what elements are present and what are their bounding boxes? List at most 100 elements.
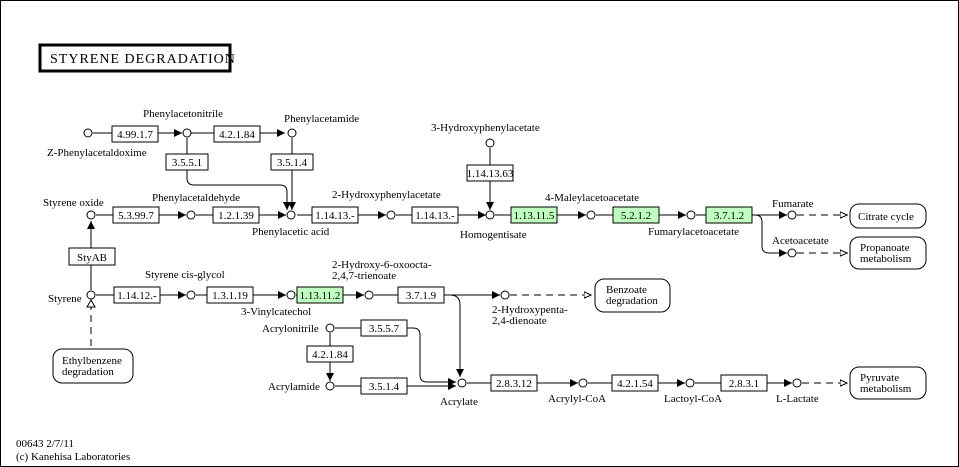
svg-text:1.13.11.2: 1.13.11.2 [300, 290, 341, 302]
enzyme-1-14-13-a[interactable]: 1.14.13.- [311, 206, 359, 224]
enzyme-styab[interactable]: StyAB [68, 247, 116, 266]
compound-node-fumarate[interactable] [787, 210, 797, 220]
enzyme-3-5-5-7[interactable]: 3.5.5.7 [360, 319, 408, 337]
map-link-propanoate-metabolism[interactable]: Propanoate metabolism [849, 236, 927, 270]
map-title[interactable]: STYRENE DEGRADATION [38, 43, 236, 73]
map-link-benzoate-degradation[interactable]: Benzoate degradation [594, 278, 671, 313]
enzyme-2-8-3-1[interactable]: 2.8.3.1 [720, 374, 768, 392]
compound-node-2-hydroxyphenylacetate[interactable] [386, 210, 396, 220]
enzyme-1-13-11-2[interactable]: 1.13.11.2 [296, 286, 344, 304]
svg-text:1.14.13.-: 1.14.13.- [315, 210, 355, 222]
compound-node-acrylonitrile[interactable] [325, 323, 335, 333]
label-3-vinylcatechol: 3-Vinylcatechol [241, 306, 311, 318]
compound-node-4-maleylacetoacetate[interactable] [586, 210, 596, 220]
compound-node-l-lactate[interactable] [792, 378, 802, 388]
compound-node-phenylacetonitrile[interactable] [182, 128, 192, 138]
svg-text:5.3.99.7: 5.3.99.7 [118, 210, 154, 222]
enzyme-1-14-13-63[interactable]: 1.14.13.63 [466, 164, 514, 182]
svg-text:2.8.3.1: 2.8.3.1 [729, 378, 759, 390]
compound-node-acrylyl-coa[interactable] [578, 378, 588, 388]
compound-node-styrene-oxide[interactable] [86, 210, 96, 220]
label-styrene: Styrene [48, 293, 82, 305]
label-acetoacetate: Acetoacetate [772, 235, 829, 247]
label-2-hydroxy-6-oxoocta-line2: 2,4,7-trienoate [332, 270, 396, 282]
label-styrene-cis-glycol: Styrene cis-glycol [145, 269, 225, 281]
svg-text:3.5.1.4: 3.5.1.4 [369, 381, 400, 393]
compound-node-phenylacetic-acid[interactable] [286, 210, 296, 220]
enzyme-4-2-1-54[interactable]: 4.2.1.54 [611, 374, 659, 392]
label-4-maleylacetoacetate: 4-Maleylacetoacetate [545, 192, 639, 204]
enzyme-4-99-1-7[interactable]: 4.99.1.7 [111, 125, 159, 143]
svg-text:4.2.1.84: 4.2.1.84 [312, 349, 348, 361]
enzyme-3-5-5-1[interactable]: 3.5.5.1 [165, 153, 209, 171]
label-2-hydroxypenta-line2: 2,4-dienoate [492, 315, 547, 327]
enzyme-4-2-1-84-b[interactable]: 4.2.1.84 [306, 345, 354, 363]
compound-node-3-vinylcatechol[interactable] [286, 290, 296, 300]
label-phenylacetic-acid: Phenylacetic acid [252, 226, 330, 238]
enzyme-4-2-1-84-a[interactable]: 4.2.1.84 [213, 125, 261, 143]
enzyme-3-5-1-4-a[interactable]: 3.5.1.4 [270, 153, 314, 171]
label-fumarate: Fumarate [772, 198, 814, 210]
map-links: Citrate cycle Propanoate metabolism Benz… [52, 203, 927, 400]
svg-text:Citrate cycle: Citrate cycle [858, 211, 914, 223]
enzyme-5-3-99-7[interactable]: 5.3.99.7 [112, 206, 160, 224]
label-acrylamide: Acrylamide [268, 381, 320, 393]
compound-nodes [83, 128, 802, 391]
map-title-text: STYRENE DEGRADATION [50, 52, 236, 67]
label-2-hydroxyphenylacetate: 2-Hydroxyphenylacetate [332, 189, 441, 201]
enzyme-3-7-1-2[interactable]: 3.7.1.2 [705, 206, 753, 224]
enzyme-1-13-11-5[interactable]: 1.13.11.5 [510, 206, 558, 224]
label-lactoyl-coa: Lactoyl-CoA [664, 393, 722, 405]
map-link-ethylbenzene-degradation[interactable]: Ethylbenzene degradation [52, 348, 134, 384]
edge [186, 138, 291, 210]
svg-text:1.2.1.39: 1.2.1.39 [218, 210, 254, 222]
compound-node-2-hydroxypenta-dienoate[interactable] [500, 290, 510, 300]
svg-text:5.2.1.2: 5.2.1.2 [621, 210, 651, 222]
map-id-date: 00643 2/7/11 [16, 438, 74, 450]
enzyme-5-2-1-2[interactable]: 5.2.1.2 [612, 206, 660, 224]
compound-node-2-hydroxy-6-oxoocta-trienoate[interactable] [364, 290, 374, 300]
label-z-phenylacetaldoxime: Z-Phenylacetaldoxime [47, 147, 147, 159]
compound-node-styrene[interactable] [86, 290, 96, 300]
svg-text:Ethylbenzene: Ethylbenzene [62, 355, 122, 367]
enzyme-3-7-1-9[interactable]: 3.7.1.9 [397, 286, 445, 304]
enzyme-1-2-1-39[interactable]: 1.2.1.39 [212, 206, 260, 224]
enzyme-1-14-12[interactable]: 1.14.12.- [113, 286, 161, 304]
svg-text:2.8.3.12: 2.8.3.12 [496, 378, 532, 390]
compound-node-phenylacetaldehyde[interactable] [186, 210, 196, 220]
compound-node-fumarylacetoacetate[interactable] [686, 210, 696, 220]
compound-node-acetoacetate[interactable] [787, 248, 797, 258]
svg-text:4.99.1.7: 4.99.1.7 [117, 129, 153, 141]
compound-node-homogentisate[interactable] [485, 210, 495, 220]
map-link-pyruvate-metabolism[interactable]: Pyruvate metabolism [849, 366, 927, 400]
label-styrene-oxide: Styrene oxide [43, 197, 104, 209]
svg-text:1.13.11.5: 1.13.11.5 [514, 210, 555, 222]
compound-node-phenylacetamide[interactable] [287, 128, 297, 138]
enzyme-3-5-1-4-b[interactable]: 3.5.1.4 [360, 377, 408, 395]
open-arrowhead [86, 298, 96, 308]
label-homogentisate: Homogentisate [460, 229, 527, 241]
enzyme-2-8-3-12[interactable]: 2.8.3.12 [490, 374, 538, 392]
svg-text:degradation: degradation [62, 366, 114, 378]
label-2-hydroxy-6-oxoocta-line1: 2-Hydroxy-6-oxoocta- [332, 259, 432, 271]
svg-text:StyAB: StyAB [77, 252, 107, 264]
svg-text:3.5.5.1: 3.5.5.1 [172, 157, 202, 169]
svg-text:3.5.5.7: 3.5.5.7 [369, 323, 400, 335]
svg-text:Pyruvate: Pyruvate [860, 372, 899, 384]
compound-labels: Z-Phenylacetaldoxime Phenylacetonitrile … [43, 108, 829, 408]
enzyme-1-3-1-19[interactable]: 1.3.1.19 [206, 286, 254, 304]
compound-node-3-hydroxyphenylacetate[interactable] [485, 138, 495, 148]
compound-node-acrylamide[interactable] [325, 381, 335, 391]
compound-node-z-phenylacetaldoxime[interactable] [83, 128, 93, 138]
compound-node-styrene-cis-glycol[interactable] [186, 290, 196, 300]
label-l-lactate: L-Lactate [776, 393, 819, 405]
map-link-citrate-cycle[interactable]: Citrate cycle [849, 203, 927, 229]
compound-node-lactoyl-coa[interactable] [685, 378, 695, 388]
label-3-hydroxyphenylacetate: 3-Hydroxyphenylacetate [431, 122, 540, 134]
edge [754, 214, 787, 257]
compound-node-acrylate[interactable] [457, 378, 467, 388]
svg-text:degradation: degradation [606, 295, 658, 307]
enzyme-1-14-13-b[interactable]: 1.14.13.- [411, 206, 459, 224]
